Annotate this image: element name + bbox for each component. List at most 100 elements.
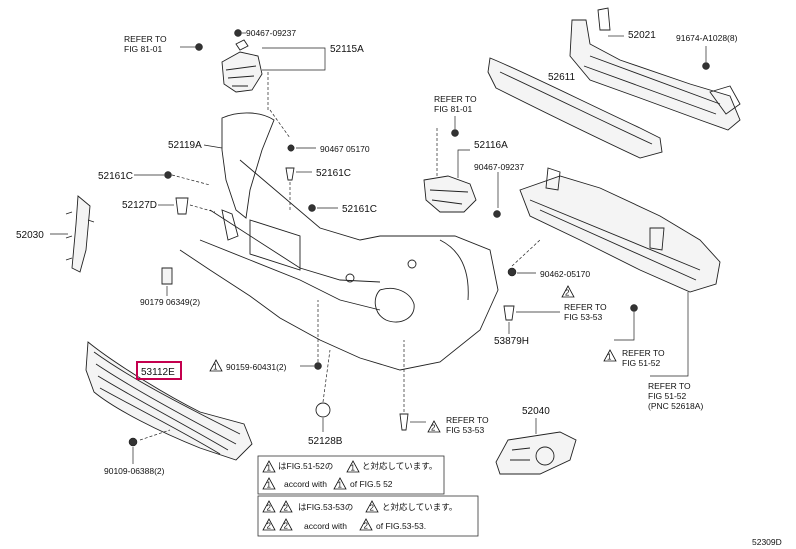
note-2-en-b: of FIG.53-53. <box>376 521 426 531</box>
triangle-label-2: 2 <box>431 424 436 433</box>
triangle-note-2-icon <box>427 420 441 433</box>
clip-52161c-icon <box>285 167 295 181</box>
label-90462-05170: 90462-05170 <box>540 269 590 279</box>
label-52161c-c: 52161C <box>342 204 377 215</box>
triangle-note-2-icon <box>262 518 276 531</box>
triangle-label-2: 2 <box>267 522 272 531</box>
label-refer-fig5152-a2: FIG 51-52 <box>622 358 661 368</box>
label-refer-fig5353-a2: FIG 53-53 <box>564 312 603 322</box>
label-refer-fig5152-a: REFER TO <box>622 348 665 358</box>
label-53112e[interactable]: 53112E <box>141 367 175 378</box>
triangle-note-1-icon <box>262 460 276 473</box>
label-refer-fig5353-b2: FIG 53-53 <box>446 425 485 435</box>
label-52030: 52030 <box>16 230 44 241</box>
note-1-en-b: of FIG.5 52 <box>350 479 393 489</box>
absorber-52611[interactable] <box>487 57 663 159</box>
note-2-ja-b: と対応しています。 <box>382 502 457 512</box>
clip-icon <box>399 413 409 431</box>
bumper-support[interactable] <box>519 167 721 293</box>
label-52116a: 52116A <box>474 140 508 151</box>
notes-table: 1 はFIG.51-52の 1 と対応しています。 1 accord with … <box>257 455 479 537</box>
bolt-icon <box>507 267 517 277</box>
triangle-label-1: 1 <box>607 353 612 362</box>
clip-53879h-icon <box>503 305 515 321</box>
clip-52127d-icon <box>175 197 189 215</box>
label-52128b: 52128B <box>308 436 343 447</box>
bolt-icon <box>702 62 710 70</box>
bracket-52116a[interactable] <box>423 175 477 213</box>
triangle-note-2-icon <box>279 518 293 531</box>
bolt-icon <box>234 29 242 37</box>
retainer-52030[interactable] <box>65 195 95 273</box>
triangle-label-1: 1 <box>351 464 356 473</box>
bolt-icon <box>195 43 203 51</box>
triangle-label-1: 1 <box>267 481 272 490</box>
label-53879h: 53879H <box>494 336 529 347</box>
label-52611: 52611 <box>548 72 576 83</box>
label-refer-fig81-a: REFER TO <box>124 34 167 44</box>
triangle-label-2: 2 <box>370 504 375 513</box>
triangle-note-2-icon <box>359 518 373 531</box>
clip-90179-icon <box>161 267 173 285</box>
triangle-label-2: 2 <box>565 289 570 298</box>
note-1-ja-a: はFIG.51-52の <box>278 461 333 471</box>
bumper-cover-52119a[interactable] <box>179 112 499 371</box>
label-90179-06349: 90179 06349(2) <box>140 297 200 307</box>
bracket-52115a[interactable] <box>221 39 263 93</box>
fog-cover-52040[interactable] <box>495 431 577 475</box>
document-id: 52309D <box>752 537 782 547</box>
triangle-note-1-icon <box>333 477 347 490</box>
bolt-icon <box>314 362 322 370</box>
clip-icon <box>308 204 316 212</box>
triangle-note-1-icon <box>346 460 360 473</box>
label-90467-09237-b: 90467-09237 <box>474 162 524 172</box>
triangle-label-2: 2 <box>284 522 289 531</box>
grille-53112e[interactable] <box>85 341 253 461</box>
reinforcement-52021[interactable] <box>569 7 741 131</box>
triangle-label-2: 2 <box>267 504 272 513</box>
label-refer-fig81-b2: FIG 81-01 <box>434 104 473 114</box>
bolt-icon <box>287 144 295 152</box>
triangle-note-1-icon <box>209 359 223 372</box>
label-refer-fig81-b: REFER TO <box>434 94 477 104</box>
label-refer-fig5353-b: REFER TO <box>446 415 489 425</box>
label-52161c-a: 52161C <box>98 171 133 182</box>
label-refer-fig5152-b3: (PNC 52618A) <box>648 401 703 411</box>
triangle-note-1-icon <box>603 349 617 362</box>
triangle-note-2-icon <box>561 285 575 298</box>
label-90159-60431: 90159-60431(2) <box>226 362 287 372</box>
note-1-en-a: accord with <box>284 479 327 489</box>
label-52127d: 52127D <box>122 200 157 211</box>
label-refer-fig5353-a: REFER TO <box>564 302 607 312</box>
note-2-en-a: accord with <box>304 521 347 531</box>
bolt-icon <box>451 129 459 137</box>
note-2-ja-a: はFIG.53-53の <box>298 502 353 512</box>
triangle-label-2: 2 <box>284 504 289 513</box>
bolt-icon <box>128 437 138 447</box>
label-refer-fig5152-b: REFER TO <box>648 381 691 391</box>
label-52040: 52040 <box>522 406 550 417</box>
clip-icon <box>164 171 172 179</box>
label-52161c-b: 52161C <box>316 168 351 179</box>
triangle-note-1-icon <box>262 477 276 490</box>
triangle-note-2-icon <box>279 500 293 513</box>
bolt-icon <box>630 304 638 312</box>
note-1-ja-b: と対応しています。 <box>362 461 437 471</box>
label-90467-05170: 90467 05170 <box>320 144 370 154</box>
label-91674-a1028: 91674-A1028(8) <box>676 33 738 43</box>
label-refer-fig81-a2: FIG 81-01 <box>124 44 163 54</box>
cap-52128b-icon <box>315 402 331 418</box>
label-52115a: 52115A <box>330 44 364 55</box>
triangle-note-2-icon <box>365 500 379 513</box>
label-52021: 52021 <box>628 30 656 41</box>
notes-box-1 <box>257 455 445 495</box>
label-90467-09237-a: 90467-09237 <box>246 28 296 38</box>
triangle-label-1: 1 <box>338 481 343 490</box>
label-52119a: 52119A <box>168 140 202 151</box>
label-refer-fig5152-b2: FIG 51-52 <box>648 391 687 401</box>
triangle-label-1: 1 <box>267 464 272 473</box>
label-90109-06388: 90109-06388(2) <box>104 466 165 476</box>
triangle-label-1: 1 <box>213 363 218 372</box>
triangle-label-2: 2 <box>364 522 369 531</box>
